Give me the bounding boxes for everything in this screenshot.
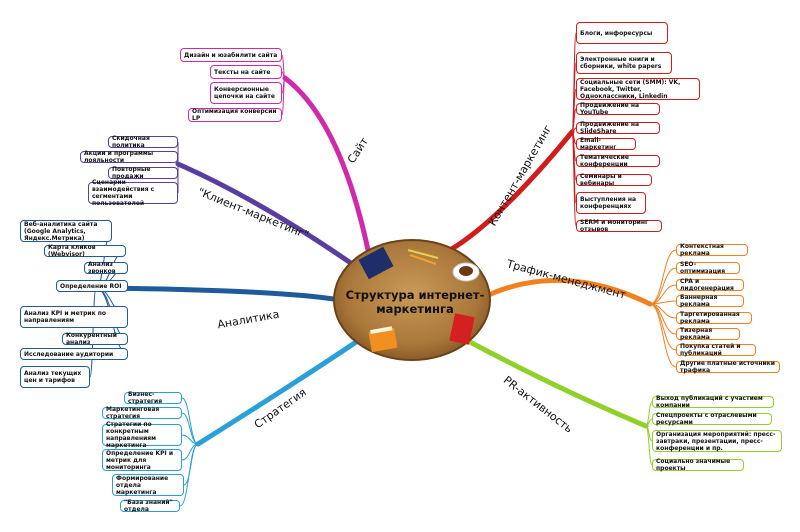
center-title: Структура интернет-маркетинга [345,288,485,316]
table-rim [333,239,491,361]
branch-curve-traffic [479,277,653,307]
branch-curve-client [175,161,361,271]
leaf-client-3: Сценарии взаимодействия с сегментами пол… [88,179,178,207]
leaf-strategy-3: Определение KPI и метрик для мониторинга [102,449,182,471]
leaf-strategy-2: Стратегии по конкретным направлениям мар… [102,421,182,449]
leaf-traffic-6: Покупка статей и публикаций [676,343,756,357]
leaf-strategy-0: Бизнес-стратегия [124,391,182,405]
leaf-analytics-3: Определение ROI [56,280,128,292]
branch-curve-site [282,75,371,253]
pencils-icon [407,249,439,265]
leaf-pr-3: Социально значимые проекты [652,458,744,472]
leaf-content-0: Блоги, инфоресурсы [576,22,668,44]
leaf-client-1: Акции и программы лояльности [80,150,178,164]
leaf-pr-1: Спецпроекты с отраслевыми ресурсами [652,412,772,426]
leaf-strategy-1: Маркетинговая стратегия [102,406,182,420]
connector-traffic-7 [649,303,677,368]
leaf-traffic-5: Тизерная реклама [676,327,740,341]
leaf-site-2: Конверсионные цепочки на сайте [210,82,282,104]
leaf-analytics-7: Анализ текущих цен и тарифов [20,366,90,388]
leaf-traffic-1: SEO-оптимизация [676,261,740,275]
branch-curve-analytics [93,285,343,303]
center-table [333,239,491,361]
connector-strategy-5 [179,443,199,507]
leaf-content-6: Тематические конференции [576,154,660,168]
connector-traffic-5 [649,303,677,335]
branch-curve-strategy [195,335,365,447]
leaf-content-4: Продвижение на SlideShare [576,121,660,135]
connector-traffic-0 [649,249,677,305]
leaf-analytics-5: Конкурентный анализ [62,332,128,346]
notebook-icon [358,246,394,280]
leaf-content-3: Продвижение на YouTube [576,102,660,116]
red-book-icon [449,313,475,345]
orange-book-icon [368,326,398,353]
leaf-pr-0: Выход публикаций с участием компании [652,395,774,409]
connector-strategy-0 [181,397,199,445]
leaf-traffic-4: Таргетированная реклама [676,311,752,325]
branch-curves [93,75,653,447]
leaf-strategy-4: Формирование отдела маркетинга [112,474,184,496]
leaf-site-0: Дизайн и юзабилити сайта [180,48,282,62]
leaf-traffic-2: CPA и лидогенерация [676,278,744,292]
leaf-client-2: Повторные продажи [108,166,178,180]
leaf-analytics-6: Исследование аудитории [20,348,128,360]
leaf-content-8: Выступления на конференциях [576,192,646,214]
leaf-analytics-4: Анализ KPI и метрик по направлениям [20,306,128,328]
leaf-content-9: SERM и мониторинг отзывов [576,219,662,233]
branch-curve-pr [467,339,649,429]
leaf-content-1: Электронные книги и сборники, white pape… [576,52,672,74]
leaf-traffic-7: Другие платные источники трафика [676,360,780,374]
branch-curve-content [447,129,575,253]
leaf-traffic-0: Контекстная реклама [676,243,748,257]
leaf-traffic-3: Баннерная реклама [676,294,744,308]
leaf-strategy-5: "База знаний" отдела [120,499,180,513]
leaf-content-5: Email-маркетинг [576,137,636,151]
leaf-site-1: Тексты на сайте [210,65,282,79]
leaf-site-3: Оптимизация конверсии LP [188,108,282,122]
leaf-analytics-1: Карта кликов (Webvisor) [44,244,126,258]
leaf-pr-2: Организация мероприятий: пресс-завтраки,… [652,430,782,452]
leaf-analytics-0: Веб-аналитика сайта (Google Analytics, Я… [20,220,112,242]
leaf-analytics-2: Анализ звонков [84,261,128,275]
coffee-cup-icon [452,262,480,282]
leaf-client-0: Скидочная политика [108,135,178,149]
connector-traffic-1 [649,267,677,305]
leaf-content-7: Семинары и вебинары [576,173,652,187]
leaf-content-2: Социальные сети (SMM): VK, Facebook, Twi… [576,78,700,100]
